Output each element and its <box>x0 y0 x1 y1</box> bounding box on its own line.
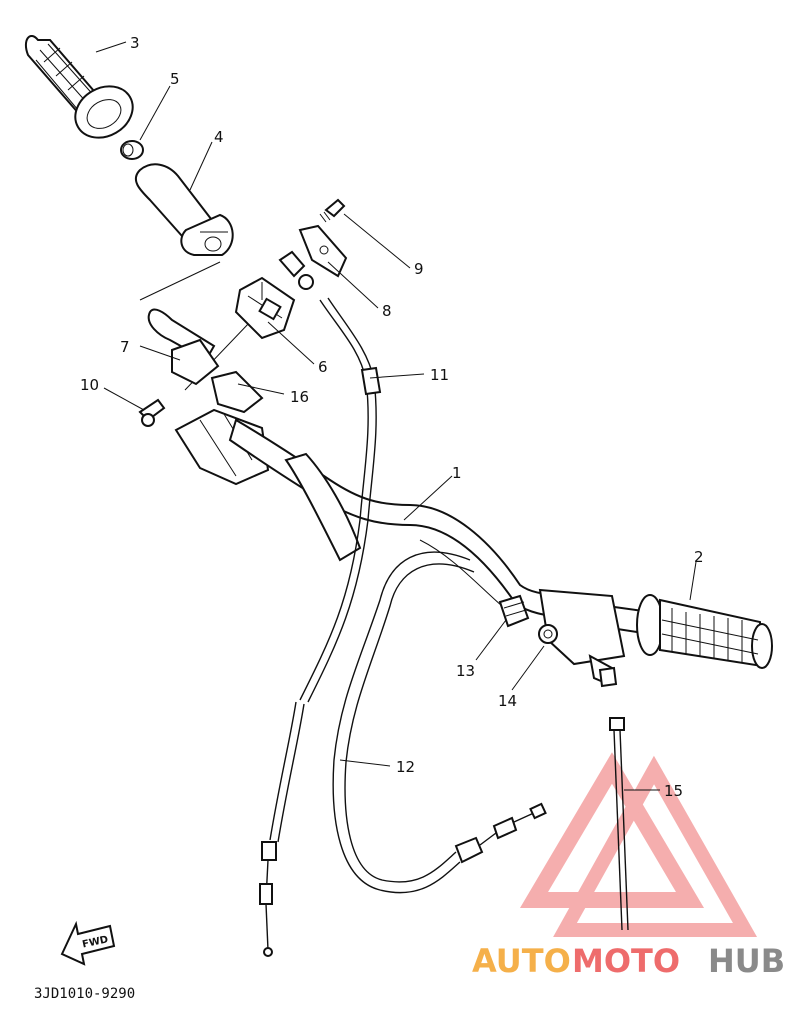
watermark-logo <box>519 752 758 937</box>
grip-end <box>210 370 264 414</box>
callout-labels: 3 5 4 9 8 6 7 10 16 11 1 2 13 14 12 15 <box>80 34 704 800</box>
lever-holder <box>147 308 220 386</box>
callout-6: 6 <box>318 358 328 376</box>
locknut <box>538 624 558 644</box>
watermark-moto: MOTO <box>572 942 680 980</box>
callout-10: 10 <box>80 376 99 394</box>
leader-lines <box>95 41 697 791</box>
callout-3: 3 <box>130 34 140 52</box>
callout-5: 5 <box>170 70 180 88</box>
right-clamp <box>538 588 626 688</box>
diagram-code: 3JD1010-9290 <box>34 986 135 1002</box>
throttle-tube <box>134 163 234 256</box>
throttle-cable <box>259 297 382 957</box>
screw-9 <box>319 198 346 223</box>
assembly-line <box>139 261 221 301</box>
watermark-triangle-left <box>519 752 705 908</box>
cable-guide <box>278 224 348 290</box>
screw-10 <box>138 398 166 427</box>
left-grip <box>24 35 134 139</box>
callout-8: 8 <box>382 302 392 320</box>
cable-adjuster <box>498 594 530 628</box>
callout-4: 4 <box>214 128 224 146</box>
collar <box>120 140 144 160</box>
callout-15: 15 <box>664 782 683 800</box>
watermark-text: AUTO MOTO HUB <box>472 942 785 980</box>
watermark-hub: HUB <box>708 942 785 980</box>
callout-12: 12 <box>396 758 415 776</box>
callout-9: 9 <box>414 260 424 278</box>
clutch-cable <box>332 551 547 894</box>
callout-14: 14 <box>498 692 517 710</box>
handlebar <box>228 418 651 636</box>
callout-2: 2 <box>694 548 704 566</box>
callout-11: 11 <box>430 366 449 384</box>
watermark-triangle-right <box>553 755 758 937</box>
throttle-housing <box>234 276 296 340</box>
callout-16: 16 <box>290 388 309 406</box>
callout-13: 13 <box>456 662 475 680</box>
fwd-arrow: FWD <box>60 920 116 966</box>
fwd-label: FWD <box>81 934 109 950</box>
callout-7: 7 <box>120 338 130 356</box>
callout-1: 1 <box>452 464 462 482</box>
watermark-auto: AUTO <box>472 942 571 980</box>
right-grip <box>636 594 773 669</box>
cable-tie <box>609 717 629 931</box>
